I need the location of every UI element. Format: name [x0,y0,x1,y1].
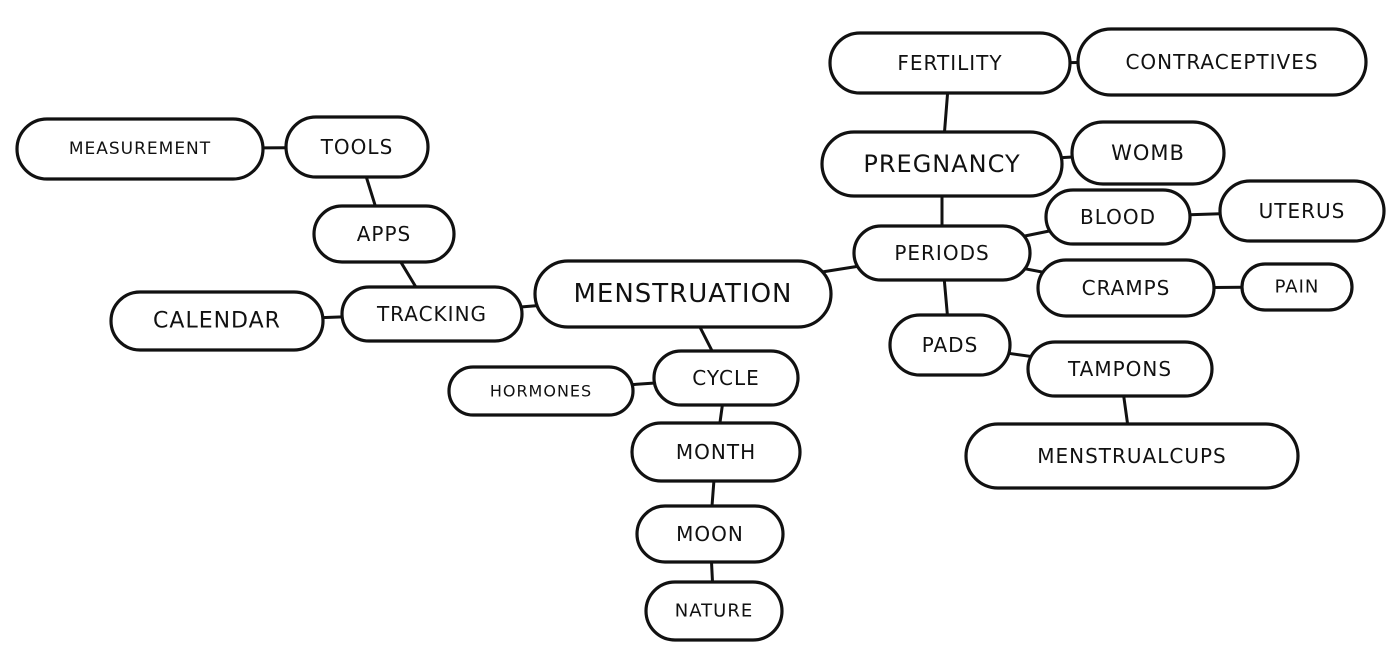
node-tampons-oval [1026,340,1214,398]
node-hormones-label: HORMONES [490,382,592,401]
node-uterus: UTERUS [1218,179,1386,243]
node-pregnancy-oval [820,130,1064,198]
node-contraceptives-label: CONTRACEPTIVES [1125,50,1318,74]
connector-cycle-to-month [718,403,724,425]
node-measurement-label: MEASUREMENT [69,139,211,159]
node-pain: PAIN [1240,262,1354,312]
node-tampons: TAMPONS [1026,340,1214,398]
connector-apps-to-tools [364,175,377,208]
node-measurement-oval [15,117,265,181]
node-periods: PERIODS [852,224,1032,282]
node-fertility-label: FERTILITY [897,51,1002,75]
node-pregnancy-label: PREGNANCY [863,150,1020,178]
connector-pregnancy-to-fertility [943,91,950,134]
node-moon-label: MOON [676,522,744,546]
node-blood-label: BLOOD [1080,205,1156,229]
node-cramps: CRAMPS [1036,258,1216,318]
node-menstruation-oval [533,259,833,329]
node-cramps-label: CRAMPS [1082,276,1171,300]
node-calendar-oval [109,290,325,352]
node-tracking-label: TRACKING [376,302,487,326]
node-uterus-label: UTERUS [1259,199,1346,223]
node-hormones-oval [447,365,635,417]
node-cramps-oval [1036,258,1216,318]
nodes: MENSTRUATION TRACKING CALENDAR APPS TOOLS MEA… [15,27,1386,642]
connector-menstruation-to-cycle [698,325,714,353]
node-month-label: MONTH [676,440,756,464]
node-pregnancy: PREGNANCY [820,130,1064,198]
node-womb-oval [1070,120,1226,186]
node-nature: NATURE [644,580,784,642]
node-apps-label: APPS [357,222,412,246]
node-tracking: TRACKING [340,285,524,343]
node-month-oval [630,421,802,483]
connector-cycle-to-hormones [628,381,657,387]
node-periods-label: PERIODS [894,241,989,265]
node-menstrual-cups: MENSTRUALCUPS [964,422,1300,490]
node-calendar: CALENDAR [109,290,325,352]
node-calendar-label: CALENDAR [153,309,281,334]
node-contraceptives-oval [1076,27,1368,97]
connector-tracking-to-apps [398,259,418,289]
node-hormones: HORMONES [447,365,635,417]
node-tracking-oval [340,285,524,343]
node-womb-label: WOMB [1111,141,1185,165]
node-pads-oval [888,313,1012,377]
node-apps: APPS [312,204,456,264]
node-menstruation-label: MENSTRUATION [573,279,792,309]
connector-blood-to-uterus [1188,212,1222,217]
node-tools-label: TOOLS [320,135,394,159]
node-cycle-oval [652,349,800,407]
node-womb: WOMB [1070,120,1226,186]
node-moon: MOON [635,504,785,564]
node-menstrual-cups-oval [964,422,1300,490]
node-fertility: FERTILITY [828,31,1072,95]
node-tools-oval [284,115,430,179]
connector-tracking-to-calendar [320,315,344,320]
node-menstrual-cups-label: MENSTRUALCUPS [1037,444,1226,468]
node-pads-label: PADS [922,333,979,357]
node-uterus-oval [1218,179,1386,243]
node-menstruation: MENSTRUATION [533,259,833,329]
node-contraceptives: CONTRACEPTIVES [1076,27,1368,97]
node-pain-label: PAIN [1275,277,1320,298]
node-blood-oval [1044,188,1192,246]
node-month: MONTH [630,421,802,483]
node-measurement: MEASUREMENT [15,117,265,181]
connector-tampons-to-menstrual-cups [1122,394,1130,426]
node-fertility-oval [828,31,1072,95]
node-pads: PADS [888,313,1012,377]
node-nature-label: NATURE [675,601,753,622]
node-periods-oval [852,224,1032,282]
node-nature-oval [644,580,784,642]
connector-moon-to-nature [710,560,714,584]
connector-month-to-moon [710,479,716,508]
node-apps-oval [312,204,456,264]
node-cycle: CYCLE [652,349,800,407]
node-moon-oval [635,504,785,564]
node-tools: TOOLS [284,115,430,179]
node-blood: BLOOD [1044,188,1192,246]
node-tampons-label: TAMPONS [1067,357,1172,381]
connector-periods-to-pads [942,278,949,317]
node-cycle-label: CYCLE [692,366,759,390]
node-pain-oval [1240,262,1354,312]
